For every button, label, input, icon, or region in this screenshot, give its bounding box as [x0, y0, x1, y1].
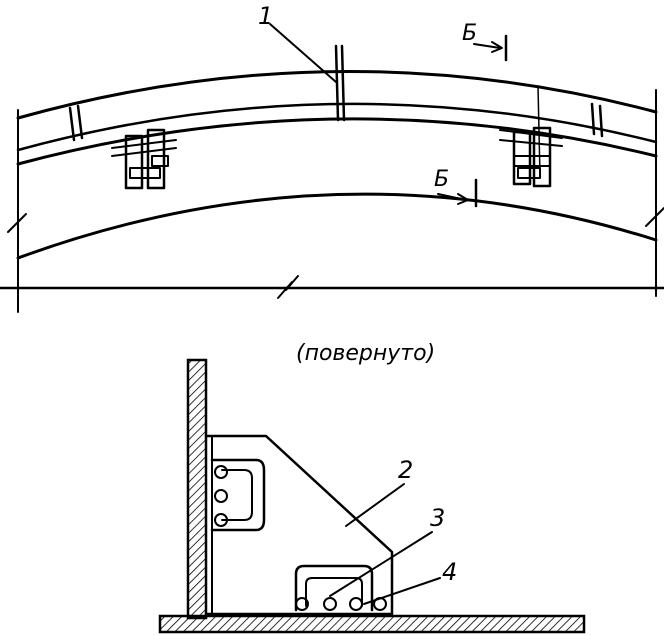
- break-mark-left: [7, 213, 27, 233]
- break-mark-right: [645, 207, 664, 227]
- bolt-clamp-left: [111, 128, 177, 190]
- leader-3: 3: [329, 504, 445, 597]
- section-mark-top: Б: [462, 21, 508, 62]
- rib-stiffener-left: [68, 104, 84, 142]
- gusset-plate: [204, 434, 394, 616]
- break-mark-base: [277, 275, 299, 299]
- wall-clamp: [210, 458, 266, 532]
- rib-stiffener-right: [590, 102, 604, 138]
- callout-2: 2: [398, 456, 413, 484]
- callout-4: 4: [442, 558, 457, 586]
- arch-elevation-view: Б Б 1: [0, 2, 664, 313]
- section-label-top: Б: [462, 21, 477, 46]
- arch-rib-top-edge: [16, 70, 658, 120]
- center-splice: [334, 44, 346, 122]
- callout-3: 3: [430, 504, 445, 532]
- rotated-note: (повернуто): [296, 341, 435, 366]
- arch-lower-curve: [16, 192, 658, 260]
- leader-1: 1: [258, 2, 337, 83]
- leader-4: 4: [363, 558, 457, 605]
- callout-1: 1: [258, 2, 273, 30]
- bolt-clamp-right: [499, 85, 563, 188]
- leader-2: 2: [345, 456, 413, 527]
- section-detail-view: 2 3 4: [158, 358, 586, 634]
- arch-rib-lower-edge: [16, 117, 658, 166]
- base-plate: [158, 614, 586, 634]
- base-clamp: [294, 564, 387, 612]
- vertical-plate: [186, 358, 208, 620]
- section-label-mid: Б: [434, 167, 449, 192]
- section-mark-mid: Б: [434, 167, 478, 208]
